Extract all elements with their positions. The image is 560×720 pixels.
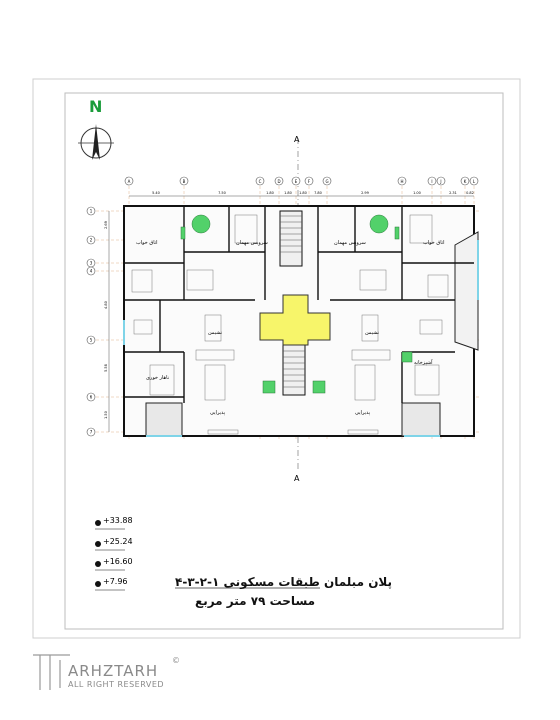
- grid-column-label: J: [439, 179, 441, 184]
- room-label-living-right: نشیمن: [365, 330, 380, 336]
- logo-brand: ARHZTARH: [68, 662, 159, 680]
- dimension-label: 2.31: [449, 191, 457, 195]
- logo-tagline: ALL RIGHT RESERVED: [68, 680, 165, 689]
- grid-column-label: A: [128, 179, 131, 184]
- grid-row-label: 5: [90, 338, 93, 343]
- grid-bubbles-left: [86, 206, 96, 437]
- grid-row-label: 7: [90, 430, 93, 435]
- dimension-label: 1.80: [266, 191, 274, 195]
- level-3: +16.60: [103, 557, 133, 566]
- grid-column-label: D: [277, 179, 280, 184]
- glazing: [123, 240, 479, 437]
- dimension-label: 5.58: [104, 364, 108, 372]
- level-2: +25.24: [103, 537, 133, 546]
- grid-row-label: 1: [90, 209, 93, 214]
- grid-column-label: B: [183, 179, 186, 184]
- dimension-label: 2.69: [104, 221, 108, 229]
- grid-column-label: G: [325, 179, 328, 184]
- furniture-left: [131, 214, 258, 435]
- grid-row-label: 3: [90, 261, 93, 266]
- level-1: +33.88: [103, 516, 133, 525]
- north-label: N: [89, 97, 103, 116]
- grid-bubbles-top: [124, 176, 479, 186]
- dimension-label: 2.99: [361, 191, 369, 195]
- dimension-label: 7.80: [314, 191, 322, 195]
- grid-column-label: L: [473, 179, 476, 184]
- dimension-label: 5.40: [152, 191, 160, 195]
- dimension-label: 1.80: [299, 191, 307, 195]
- outer-border: [32, 78, 521, 639]
- dimension-label: 1.80: [284, 191, 292, 195]
- inner-border: [64, 92, 504, 630]
- dimension-label: 0.82: [466, 191, 474, 195]
- room-label-dining-left: ناهار خوری: [146, 375, 170, 381]
- lobby-core: [259, 294, 331, 346]
- stair-core-upper: [279, 210, 303, 267]
- level-symbols: [95, 520, 125, 591]
- room-label-bedroom-left: اتاق خواب: [136, 240, 158, 246]
- furniture-right: [347, 214, 449, 435]
- level-4: +7.96: [103, 577, 128, 586]
- logo-icon: [33, 654, 70, 690]
- dimension-label: 7.50: [218, 191, 226, 195]
- room-label-guest-right: سرویس مهمان: [334, 240, 366, 246]
- room-label-reception-right: پذیرایی: [355, 410, 371, 416]
- logo-copyright: ©: [172, 656, 180, 665]
- grid-row-label: 6: [90, 395, 93, 400]
- section-marker-top: A: [294, 135, 300, 144]
- room-label-living-left: نشیمن: [208, 330, 223, 336]
- greenery: [180, 214, 413, 394]
- floor-plan: [123, 205, 479, 437]
- room-label-reception-left: پذیرایی: [210, 410, 226, 416]
- north-arrow-icon: [78, 124, 114, 160]
- grid-column-label: H: [400, 179, 403, 184]
- section-marker-bottom: A: [294, 474, 300, 483]
- dimension-label: 4.80: [104, 301, 108, 309]
- grid-column-label: E: [295, 179, 298, 184]
- drawing-area: مساحت ۷۹ متر مربع: [195, 594, 316, 608]
- room-label-bedroom-right: اتاق خواب: [423, 240, 445, 246]
- dimension-label: 1.00: [413, 191, 421, 195]
- grid-column-label: C: [259, 179, 262, 184]
- grid-row-label: 2: [90, 238, 93, 243]
- room-label-guest-left: سرویس مهمان: [236, 240, 268, 246]
- room-label-kitchen-right: آشپزخانه: [414, 360, 433, 366]
- dimension-label: 1.50: [104, 411, 108, 419]
- drawing-title: پلان مبلمان طبقات مسکونی ۱-۲-۳-۴: [175, 575, 393, 589]
- grid-column-label: F: [308, 179, 311, 184]
- grid-column-label: K: [464, 179, 467, 184]
- grid-row-label: 4: [90, 269, 93, 274]
- grid-column-label: I: [431, 179, 432, 184]
- stair-core-lower: [282, 344, 306, 396]
